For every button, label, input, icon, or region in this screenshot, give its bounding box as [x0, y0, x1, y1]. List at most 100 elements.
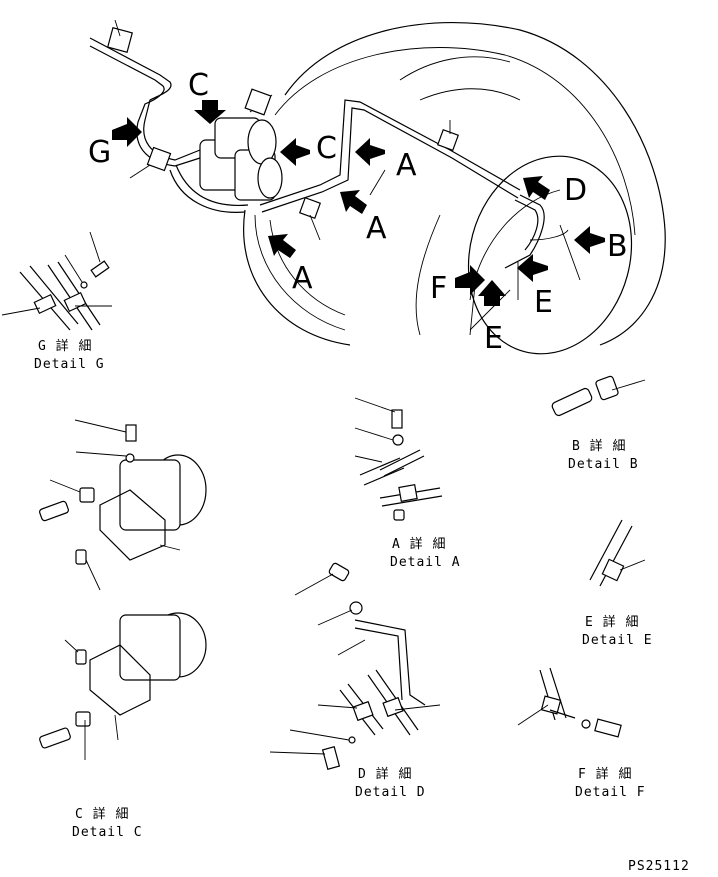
bolt [90, 260, 110, 278]
leader [394, 704, 441, 711]
label-tag [436, 128, 460, 152]
detail-c-title-jp: C 詳 細 [75, 806, 129, 822]
fitting [39, 727, 71, 749]
fitting [39, 500, 69, 522]
arrow-marker [112, 117, 142, 147]
detail-b-title-en: Detail B [568, 457, 639, 472]
fitting [328, 562, 350, 582]
pipe-tire [529, 229, 569, 241]
leader [64, 639, 79, 653]
detail-g-title-en: Detail G [34, 357, 105, 372]
leader [289, 729, 350, 741]
bracket [549, 709, 576, 719]
detail-a: A 詳 細 Detail A [354, 397, 461, 570]
label-tag [298, 196, 322, 220]
leader [309, 214, 321, 241]
detail-f: F 詳 細 Detail F [517, 667, 645, 800]
washer [80, 281, 88, 289]
bolt [125, 424, 137, 442]
leader [159, 544, 181, 551]
detail-g: G 詳 細 Detail G [1, 231, 112, 372]
leader [337, 639, 366, 656]
drawing-number: PS25112 [628, 859, 690, 874]
leader [517, 704, 549, 726]
leader [317, 704, 358, 709]
arrow-marker [478, 280, 506, 306]
detail-c-lower: C 詳 細 Detail C [39, 612, 207, 840]
leader [114, 714, 119, 741]
pipe-lower [175, 164, 249, 207]
arrow-marker [268, 234, 296, 258]
leader [317, 609, 353, 626]
callout-c: C [188, 68, 209, 103]
tire-inner [274, 47, 636, 236]
washer [125, 453, 135, 463]
actuator-body [119, 614, 181, 681]
detail-c-upper [39, 419, 207, 591]
label-tag [146, 146, 172, 172]
detail-d-title-en: Detail D [355, 785, 426, 800]
leader [559, 224, 581, 281]
arrow-marker [455, 265, 485, 295]
detail-a-title-en: Detail A [390, 555, 461, 570]
detail-e-title-en: Detail E [582, 633, 653, 648]
washer [392, 434, 404, 446]
pipe-lower [169, 169, 246, 213]
leader [49, 479, 81, 493]
callout-a: A [292, 261, 313, 296]
leader [354, 427, 394, 441]
detail-a-title-jp: A 詳 細 [392, 536, 446, 552]
clamp [398, 484, 418, 502]
nut [75, 549, 87, 565]
leader [129, 164, 151, 179]
callout-d: D [564, 173, 587, 208]
leader [75, 451, 127, 457]
pipe-tire [514, 199, 539, 251]
arrow-marker [194, 100, 226, 124]
tire-tread [399, 56, 511, 81]
arrow-marker [355, 138, 385, 166]
clamp [33, 293, 57, 315]
bracket [379, 449, 425, 477]
actuator-body [119, 459, 181, 531]
tire-tread [469, 289, 511, 331]
callout-f: F [430, 271, 447, 306]
main-assembly: G C C A A A D B E F E [88, 19, 666, 356]
fitting [75, 711, 91, 727]
clamp [601, 558, 625, 582]
leader [469, 284, 476, 336]
tire-tread [269, 219, 346, 316]
tire-tread [254, 214, 346, 331]
leader [294, 573, 334, 596]
hose [589, 519, 633, 587]
leader [619, 559, 646, 571]
detail-d: D 詳 細 Detail D [269, 562, 441, 800]
callout-e: E [484, 321, 503, 356]
bolt [391, 409, 403, 429]
tire-tread [415, 214, 441, 336]
leader [74, 419, 127, 433]
callout-e: E [534, 285, 553, 320]
arrow-marker [340, 190, 367, 214]
detail-c-title-en: Detail C [72, 825, 143, 840]
leader [85, 559, 101, 591]
tire-lower [243, 209, 351, 346]
washer [348, 736, 356, 744]
label-tag [107, 27, 133, 53]
mount-plate [99, 489, 166, 561]
arrow-marker [523, 176, 550, 200]
fitting [595, 375, 619, 401]
detail-b: B 詳 細 Detail B [551, 375, 646, 472]
clamp [63, 291, 87, 313]
arrow-marker [574, 226, 605, 254]
leader [1, 307, 41, 316]
detail-g-title-jp: G 詳 細 [38, 338, 92, 354]
detail-e-title-jp: E 詳 細 [585, 614, 639, 630]
bracket [354, 619, 426, 706]
detail-f-title-jp: F 詳 細 [578, 766, 632, 782]
leader [611, 379, 646, 391]
callout-a: A [366, 211, 387, 246]
nut [393, 509, 405, 521]
detail-d-title-jp: D 詳 細 [358, 766, 412, 782]
